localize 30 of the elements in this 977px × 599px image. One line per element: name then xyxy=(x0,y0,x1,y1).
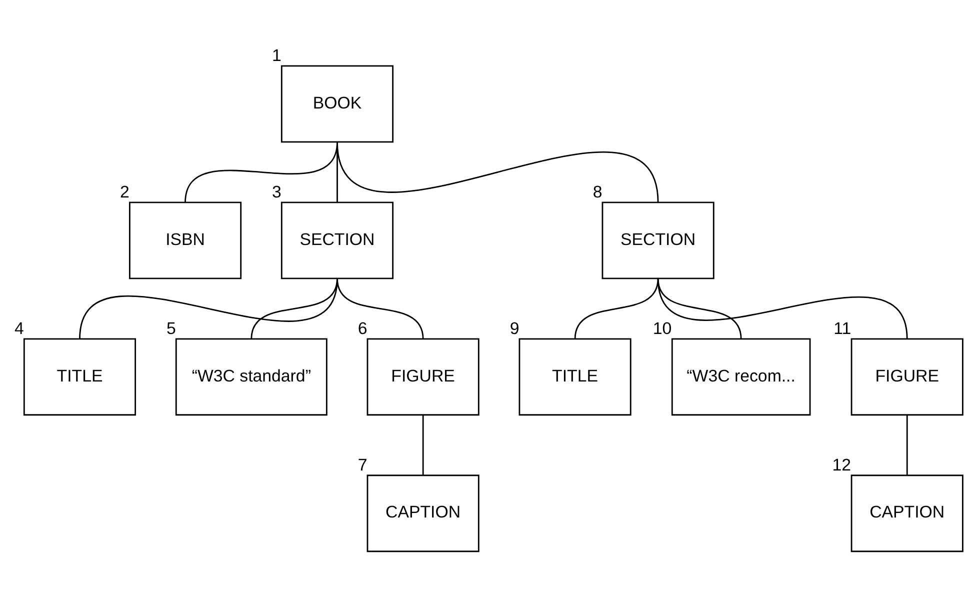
node-box: FIGURE xyxy=(366,338,480,416)
node-box: “W3C standard” xyxy=(175,338,328,416)
connector xyxy=(906,414,908,476)
node-label: 11 xyxy=(834,319,852,338)
node-label: 7 xyxy=(358,456,368,475)
node-label: 6 xyxy=(358,319,368,338)
node-box: CAPTION xyxy=(366,474,480,552)
node-label: 10 xyxy=(652,319,672,338)
node-box: SECTION xyxy=(280,202,394,280)
node-label: 1 xyxy=(272,46,282,66)
node-label: 3 xyxy=(272,182,282,202)
connector xyxy=(422,414,424,476)
node-box: TITLE xyxy=(518,338,632,416)
connector xyxy=(574,278,659,340)
node-box: BOOK xyxy=(280,65,394,143)
node-box: TITLE xyxy=(23,338,136,416)
connector xyxy=(336,278,424,340)
connector xyxy=(657,278,908,340)
node-label: 4 xyxy=(14,319,24,338)
node-box: FIGURE xyxy=(850,338,964,416)
node-box: ISBN xyxy=(128,202,242,280)
node-label: 12 xyxy=(832,456,852,475)
node-box: “W3C recom... xyxy=(671,338,811,416)
node-label: 5 xyxy=(166,319,176,338)
node-box: CAPTION xyxy=(850,474,964,552)
node-label: 2 xyxy=(120,182,130,202)
node-label: 8 xyxy=(592,182,602,202)
node-label: 9 xyxy=(510,319,520,338)
node-box: SECTION xyxy=(602,202,714,280)
connector xyxy=(336,142,659,203)
